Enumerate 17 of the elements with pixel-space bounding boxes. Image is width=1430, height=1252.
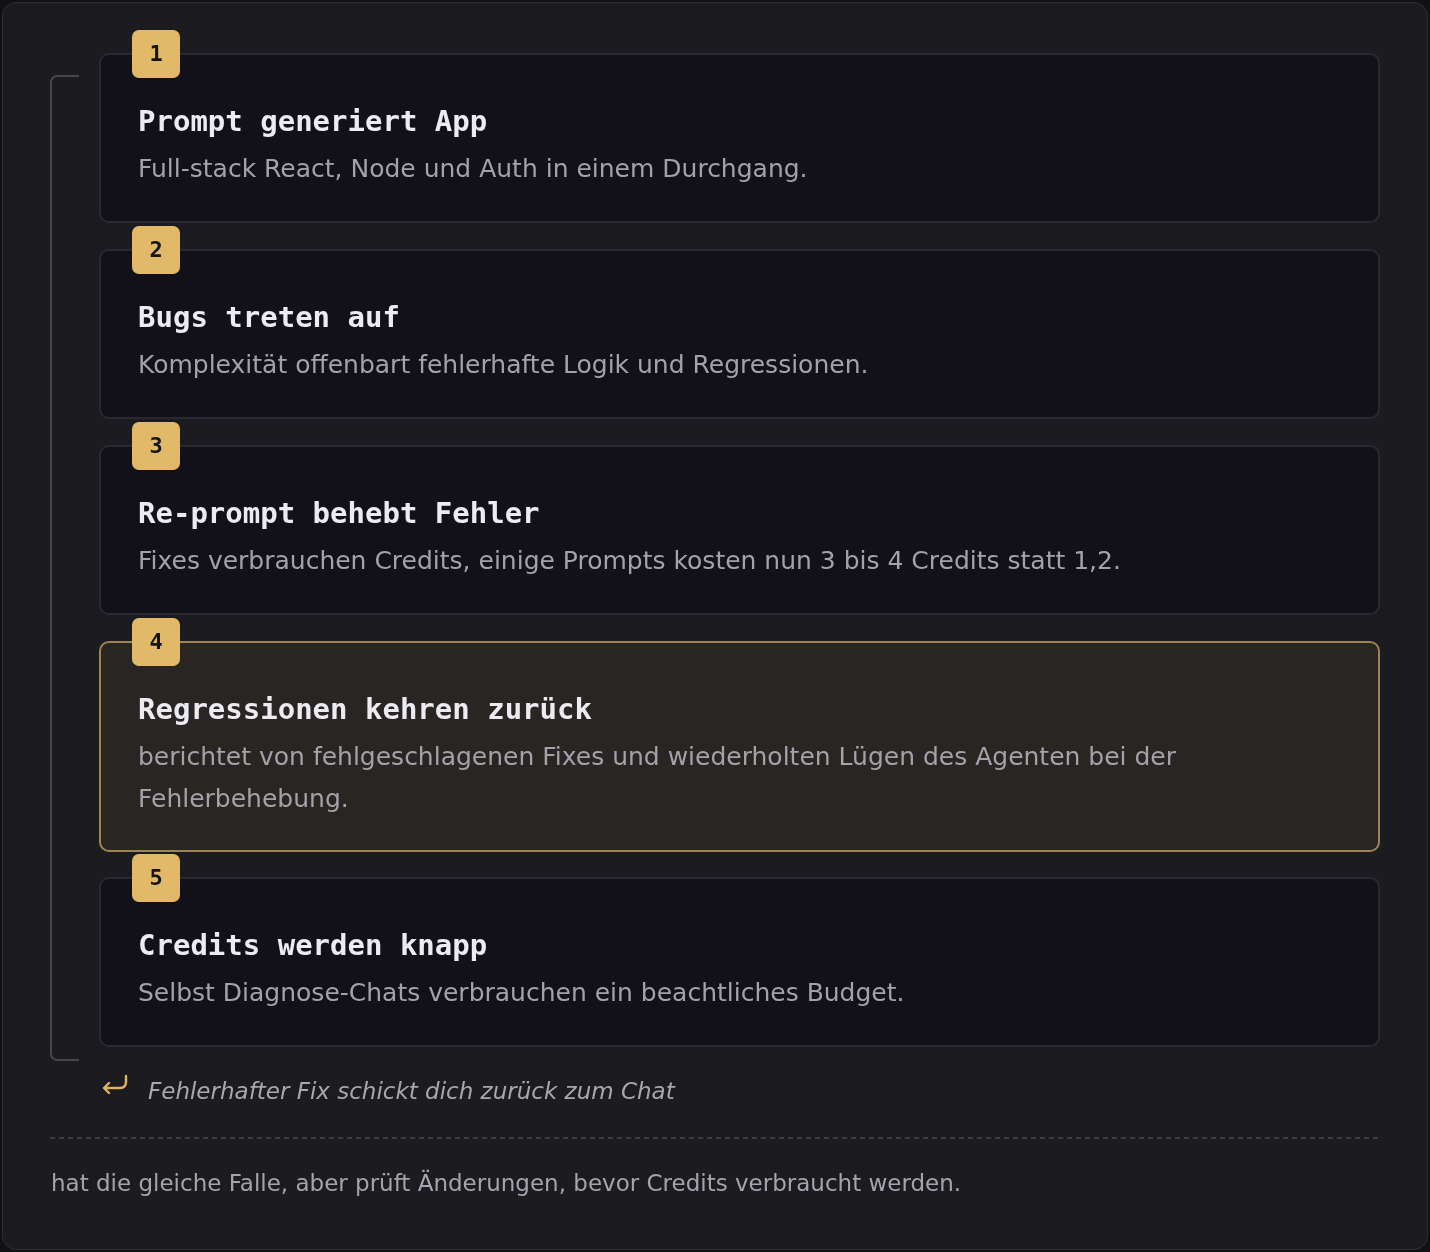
step-description: Komplexität offenbart fehlerhafte Logik und Regressionen. [138, 349, 870, 381]
step-title: Prompt generiert App [138, 103, 489, 140]
step-number-badge: 1 [132, 30, 180, 78]
step-description: berichtet von fehlgeschlagenen Fixes und wiederholten Lügen des Agenten bei der Fehlerbehebung. [138, 741, 1177, 815]
footer-note: hat die gleiche Falle, aber prüft Änderungen, bevor Credits verbraucht werden. [51, 1168, 962, 1198]
step-description: Full-stack React, Node und Auth in einem Durchgang. [138, 153, 809, 185]
step-number-badge: 3 [132, 422, 180, 470]
step-title: Re-prompt behebt Fehler [138, 495, 541, 532]
step-description: Selbst Diagnose-Chats verbrauchen ein beachtliches Budget. [138, 977, 906, 1009]
step-number-badge: 5 [132, 854, 180, 902]
step-description: Fixes verbrauchen Credits, einige Prompts kosten nun 3 bis 4 Credits statt 1,2. [138, 545, 1122, 577]
step-number-badge: 4 [132, 618, 180, 666]
step-title: Bugs treten auf [138, 299, 401, 336]
step-number-badge: 2 [132, 226, 180, 274]
step-title: Credits werden knapp [138, 927, 489, 964]
step-title: Regressionen kehren zurück [138, 691, 593, 728]
loop-note: Fehlerhafter Fix schickt dich zurück zum Chat [148, 1077, 675, 1106]
